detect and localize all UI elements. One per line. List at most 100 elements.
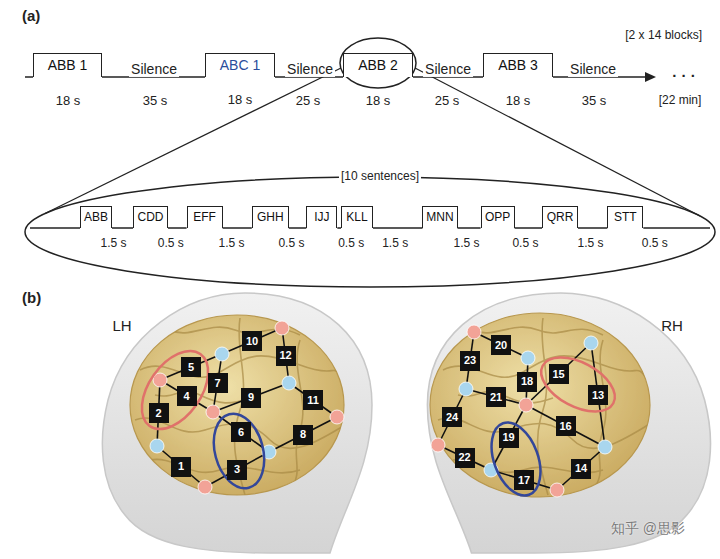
- brain-gyri: [135, 318, 345, 495]
- optode-source: [467, 325, 481, 339]
- timeline-baseline: [25, 76, 33, 78]
- duration-label: 0.5 s: [156, 237, 186, 251]
- sentence-count-note: [10 sentences]: [339, 170, 421, 184]
- head-outline: [102, 293, 372, 553]
- optode-source: [206, 405, 220, 419]
- total-time-note: [22 min]: [657, 94, 704, 108]
- channel-square: 24: [442, 407, 462, 427]
- brain-gyri: [473, 327, 603, 335]
- brain-gyri: [538, 318, 548, 495]
- brain-surface: [130, 315, 344, 495]
- channel-square: 9: [241, 388, 261, 408]
- optode-source: [550, 483, 564, 497]
- channel-square: 1: [171, 457, 191, 477]
- block-label: STT: [614, 211, 637, 225]
- optode-detector: [598, 440, 612, 454]
- channel-square: 6: [231, 422, 251, 442]
- silence-label: Silence: [423, 61, 473, 77]
- stimulus-block: ABC 1: [205, 53, 275, 77]
- channel-number: 11: [307, 394, 319, 407]
- timeline-arrowhead: [645, 72, 656, 82]
- channel-line: [438, 445, 491, 470]
- brain-gyri: [438, 418, 648, 448]
- brain-gyri: [438, 318, 648, 495]
- sentence-baseline: [643, 227, 710, 229]
- optode-detector: [459, 382, 473, 396]
- channel-line: [491, 405, 526, 470]
- channel-square: 23: [460, 351, 480, 371]
- roi-ellipse: [482, 416, 549, 502]
- channel-square: 2: [149, 403, 169, 423]
- sentence-baseline: [578, 227, 607, 229]
- channel-square: 13: [588, 385, 608, 405]
- zoom-line: [415, 68, 700, 216]
- optode-detector: [150, 336, 612, 477]
- channel-square: 12: [276, 346, 296, 366]
- duration-label: 0.5 s: [640, 237, 670, 251]
- stimulus-block: OPP: [481, 206, 515, 228]
- continuation-dots: · · ·: [672, 67, 695, 84]
- duration-label: 0.5 s: [510, 237, 540, 251]
- channel-square: 15: [549, 364, 569, 384]
- channel-number: 21: [490, 391, 502, 404]
- stimulus-block: EFF: [187, 206, 223, 228]
- channel-number: 13: [592, 389, 604, 402]
- channel-number: 19: [502, 431, 514, 444]
- stimulus-block: ABB 3: [483, 53, 553, 77]
- stimulus-block: CDD: [133, 206, 168, 228]
- panel-label: (b): [22, 289, 41, 306]
- stimulus-block: ABB 1: [33, 53, 102, 77]
- channel-line: [474, 332, 528, 358]
- channel-number: 15: [552, 368, 564, 381]
- sentence-baseline: [373, 227, 423, 229]
- panel-label: (a): [22, 7, 40, 24]
- expanded-ellipse: [25, 177, 715, 287]
- duration-label: 1.5 s: [216, 237, 246, 251]
- stimulus-block: MNN: [422, 206, 457, 228]
- channel-square: 3: [227, 460, 247, 480]
- duration-label: 1.5 s: [451, 237, 481, 251]
- channel-square: 18: [517, 372, 537, 392]
- block-label: OPP: [485, 211, 510, 225]
- zoom-line: [45, 68, 700, 216]
- block-label: IJJ: [314, 211, 329, 225]
- optode-detector: [521, 351, 535, 365]
- channel-number: 8: [300, 428, 306, 441]
- silence-label: Silence: [129, 61, 179, 77]
- channel-number: 1: [178, 460, 184, 473]
- channel-number: 2: [155, 407, 161, 420]
- optode-detector: [282, 376, 296, 390]
- channel-number: 3: [234, 463, 240, 476]
- block-label: ABB: [84, 211, 108, 225]
- duration-label: 1.5 s: [380, 237, 410, 251]
- block-label: ABB 2: [358, 57, 398, 73]
- optode-source: [519, 398, 533, 412]
- channel-line: [157, 446, 205, 487]
- hemisphere-label: RH: [661, 317, 683, 334]
- duration-label: 1.5 s: [576, 237, 606, 251]
- duration-label: 18 s: [54, 94, 83, 109]
- duration-label: 1.5 s: [99, 237, 129, 251]
- channel-square: 7: [208, 373, 228, 393]
- block-count-note: [2 x 14 blocks]: [625, 29, 702, 43]
- optode-detector: [215, 347, 229, 361]
- sentence-baseline: [168, 227, 187, 229]
- brain-gyri: [593, 340, 606, 490]
- channel-number: 6: [238, 426, 244, 439]
- block-label: QRR: [547, 211, 574, 225]
- channel-square: 4: [177, 386, 197, 406]
- zoom-line: [45, 68, 341, 214]
- sentence-baseline: [289, 227, 307, 229]
- duration-label: 35 s: [580, 94, 609, 109]
- stimulus-block: IJJ: [306, 206, 337, 228]
- channel-number: 20: [495, 339, 507, 352]
- channel-square: 5: [181, 357, 201, 377]
- channel-line: [222, 328, 282, 354]
- channel-number: 12: [279, 349, 291, 362]
- channel-square: 20: [491, 335, 511, 355]
- block-label: CDD: [138, 211, 164, 225]
- channel-number: 24: [446, 411, 458, 424]
- channel-line: [157, 328, 605, 490]
- channel-line: [591, 343, 605, 447]
